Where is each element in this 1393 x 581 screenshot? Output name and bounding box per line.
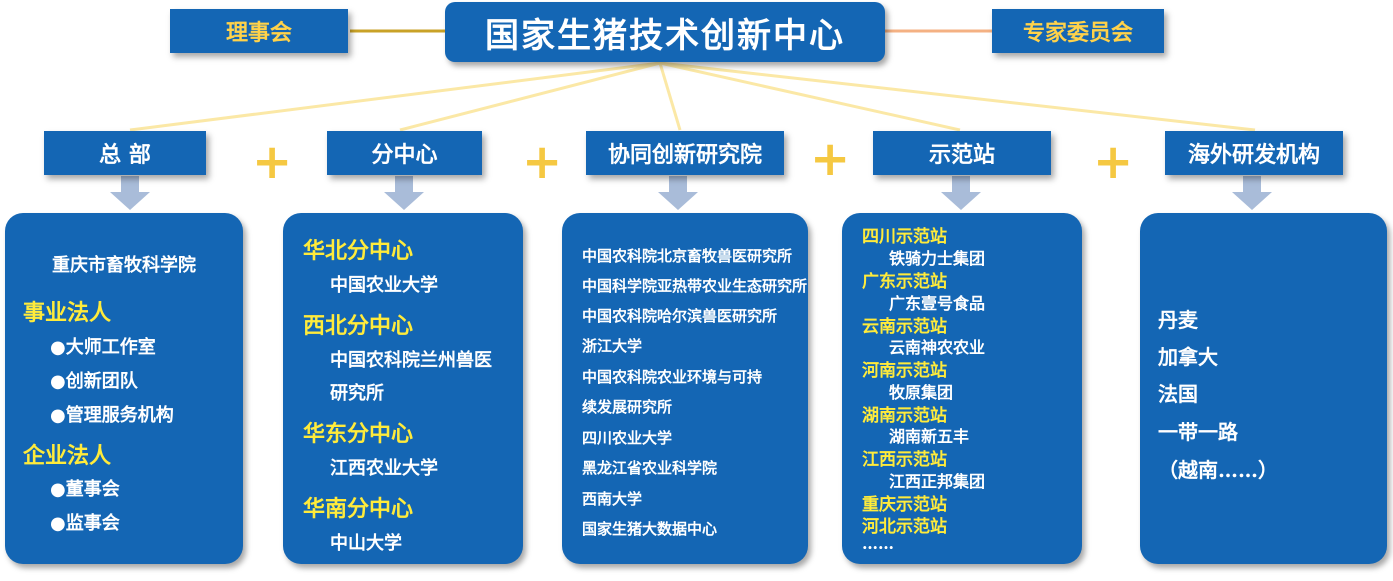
category-demo-station: 示范站 xyxy=(873,131,1051,175)
arrow-overseas xyxy=(1232,176,1272,210)
subcenter-org: 中国农科院兰州兽医 xyxy=(330,350,492,371)
institute-item: 黑龙江省农业科学院 xyxy=(582,459,718,477)
institute-item: 中国农科院北京畜牧兽医研究所 xyxy=(582,247,793,265)
demo-station-title: 江西示范站 xyxy=(862,450,947,470)
fan-lines xyxy=(129,61,1256,132)
institute-item: 续发展研究所 xyxy=(582,398,673,416)
subcenter-org: 中国农业大学 xyxy=(330,275,438,296)
overseas-item: （越南……） xyxy=(1158,458,1278,482)
demo-station-title: 重庆示范站 xyxy=(862,495,947,515)
down-arrows xyxy=(110,176,1272,210)
subcenter-title: 华东分中心 xyxy=(303,421,414,447)
demo-station-title: 四川示范站 xyxy=(862,227,947,247)
demo-station-title: 湖南示范站 xyxy=(862,406,947,426)
demo-station-company: 云南神农农业 xyxy=(889,338,986,357)
demo-station-title: 云南示范站 xyxy=(862,317,947,337)
institute-item: 中国农科院哈尔滨兽医研究所 xyxy=(582,307,778,325)
subcenter-title: 西北分中心 xyxy=(303,313,414,339)
institute-item: 浙江大学 xyxy=(582,337,643,355)
center-title-box: 国家生猪技术创新中心 xyxy=(445,2,885,62)
hq-group-item: ●创新团队 xyxy=(50,371,138,392)
subcenter-org: 中山大学 xyxy=(330,533,402,554)
subcenter-title: 华南分中心 xyxy=(303,496,414,522)
institute-item: 中国农科院农业环境与可持 xyxy=(582,368,763,386)
arrow-demo xyxy=(941,176,981,210)
arrow-inst xyxy=(658,176,698,210)
arrow-hq xyxy=(110,176,150,210)
overseas-item: 法国 xyxy=(1158,382,1198,406)
hq-group-item: ●大师工作室 xyxy=(50,337,156,358)
subcenter-org: 江西农业大学 xyxy=(330,458,438,479)
overseas-item: 一带一路 xyxy=(1158,420,1238,444)
demo-station-company: 江西正邦集团 xyxy=(889,472,986,491)
hq-group-item: ●董事会 xyxy=(50,479,120,500)
category-institute: 协同创新研究院 xyxy=(586,131,784,175)
panel-subcenters: 华北分中心 中国农业大学 西北分中心 中国农科院兰州兽医 研究所 华东分中心 江… xyxy=(283,213,523,564)
panel-headquarters: 重庆市畜牧科学院 事业法人 ●大师工作室 ●创新团队 ●管理服务机构 企业法人 … xyxy=(5,213,243,564)
hq-group-item: ●监事会 xyxy=(50,513,120,534)
panel-overseas: 丹麦 加拿大 法国 一带一路 （越南……） xyxy=(1140,213,1387,564)
category-subcenter: 分中心 xyxy=(327,131,482,175)
overseas-item: 丹麦 xyxy=(1158,308,1198,332)
demo-station-company: 湖南新五丰 xyxy=(889,427,970,446)
demo-station-company: 牧原集团 xyxy=(889,383,954,402)
category-hq: 总 部 xyxy=(44,131,206,175)
subcenter-org: 研究所 xyxy=(330,383,384,404)
institute-item: 国家生猪大数据中心 xyxy=(582,520,718,538)
hq-group-item: ●管理服务机构 xyxy=(50,405,174,426)
subcenter-title: 华北分中心 xyxy=(303,238,414,264)
demo-station-title: 河南示范站 xyxy=(862,361,947,381)
category-overseas: 海外研发机构 xyxy=(1165,131,1343,175)
institute-item: 西南大学 xyxy=(582,490,643,508)
plus-icon: + xyxy=(522,134,563,190)
demo-station-title: 河北示范站 xyxy=(862,517,947,537)
demo-station-title: 广东示范站 xyxy=(862,272,947,292)
panel-demo-stations: 四川示范站 铁骑力士集团 广东示范站 广东壹号食品 云南示范站 云南神农农业 河… xyxy=(842,213,1082,564)
council-box: 理事会 xyxy=(170,9,348,53)
institute-item: 四川农业大学 xyxy=(582,429,673,447)
plus-icon: + xyxy=(1093,134,1134,190)
demo-station-company: 铁骑力士集团 xyxy=(889,249,986,268)
institute-item: 中国科学院亚热带农业生态研究所 xyxy=(582,277,808,295)
hq-group-title: 事业法人 xyxy=(23,300,112,326)
demo-ellipsis: …… xyxy=(862,534,894,553)
plus-icon: + xyxy=(252,134,293,190)
demo-station-company: 广东壹号食品 xyxy=(889,294,986,313)
arrow-sub xyxy=(384,176,424,210)
overseas-item: 加拿大 xyxy=(1158,345,1218,369)
hq-main-org: 重庆市畜牧科学院 xyxy=(52,255,196,276)
panel-institutes: 中国农科院北京畜牧兽医研究所 中国科学院亚热带农业生态研究所 中国农科院哈尔滨兽… xyxy=(562,213,808,564)
hq-group-title: 企业法人 xyxy=(23,443,112,469)
plus-icon: + xyxy=(810,131,851,187)
expert-committee-box: 专家委员会 xyxy=(992,9,1164,53)
